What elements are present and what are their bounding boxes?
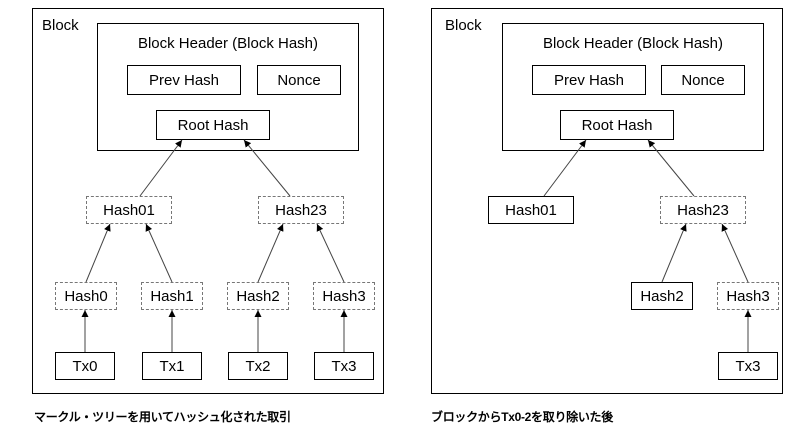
- left-prev-hash-box: Prev Hash: [127, 65, 241, 95]
- right-tx3-box: Tx3: [718, 352, 778, 380]
- right-hash2-box: Hash2: [631, 282, 693, 310]
- left-tx2-box: Tx2: [228, 352, 288, 380]
- left-block-label: Block: [42, 17, 79, 34]
- left-hash3-box: Hash3: [313, 282, 375, 310]
- left-hash01-box: Hash01: [86, 196, 172, 224]
- right-block-label: Block: [445, 17, 482, 34]
- left-header-title: Block Header (Block Hash): [137, 35, 319, 52]
- left-hash2-box: Hash2: [227, 282, 289, 310]
- right-caption: ブロックからTx0-2を取り除いた後: [431, 410, 613, 424]
- left-tx1-box: Tx1: [142, 352, 202, 380]
- right-block-header: Block Header (Block Hash): [502, 23, 764, 151]
- left-nonce-box: Nonce: [257, 65, 341, 95]
- left-tx0-box: Tx0: [55, 352, 115, 380]
- right-prev-hash-box: Prev Hash: [532, 65, 646, 95]
- left-hash1-box: Hash1: [141, 282, 203, 310]
- left-root-hash-box: Root Hash: [156, 110, 270, 140]
- right-root-hash-box: Root Hash: [560, 110, 674, 140]
- left-hash0-box: Hash0: [55, 282, 117, 310]
- left-hash23-box: Hash23: [258, 196, 344, 224]
- left-caption: マークル・ツリーを用いてハッシュ化された取引: [34, 410, 291, 424]
- right-nonce-box: Nonce: [661, 65, 745, 95]
- left-block-header: Block Header (Block Hash): [97, 23, 359, 151]
- left-tx3-box: Tx3: [314, 352, 374, 380]
- right-hash01-box: Hash01: [488, 196, 574, 224]
- right-hash3-box: Hash3: [717, 282, 779, 310]
- right-header-title: Block Header (Block Hash): [542, 35, 724, 52]
- right-hash23-box: Hash23: [660, 196, 746, 224]
